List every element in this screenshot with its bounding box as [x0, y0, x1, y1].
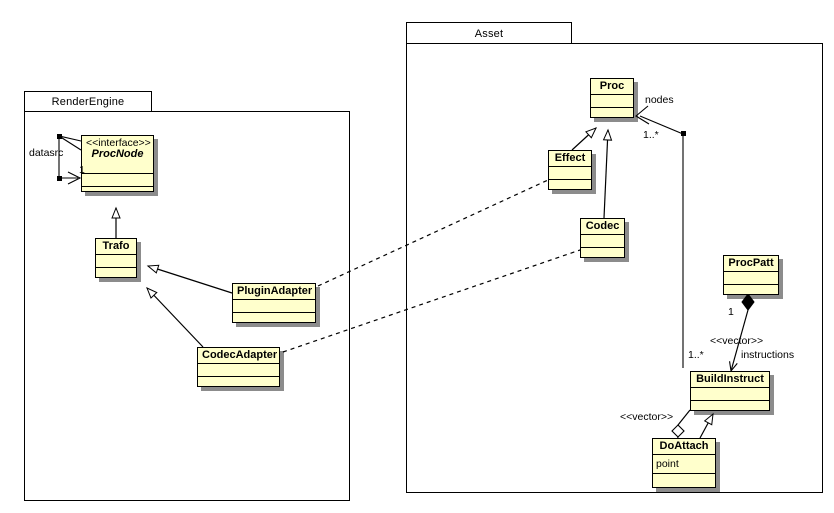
- class-box-procpatt[interactable]: ProcPatt: [723, 255, 779, 295]
- class-attributes-codec: [581, 235, 624, 248]
- class-title-doattach: DoAttach: [653, 439, 715, 455]
- class-attributes-procnode: [82, 174, 153, 187]
- class-box-pluginadapter[interactable]: PluginAdapter: [232, 283, 316, 323]
- class-attributes-buildinstruct: [691, 388, 769, 401]
- package-tab-renderengine[interactable]: RenderEngine: [24, 91, 152, 112]
- class-title-buildinstruct: BuildInstruct: [691, 372, 769, 388]
- class-box-effect[interactable]: Effect: [548, 150, 592, 190]
- class-operations-procnode: [82, 187, 153, 200]
- class-box-codec[interactable]: Codec: [580, 218, 625, 258]
- class-operations-doattach: [653, 474, 715, 487]
- class-title-procpatt: ProcPatt: [724, 256, 778, 272]
- package-label-renderengine: RenderEngine: [51, 96, 125, 108]
- class-attributes-effect: [549, 167, 591, 180]
- class-title-codecadapter: CodecAdapter: [198, 348, 279, 364]
- class-attributes-codecadapter: [198, 364, 279, 377]
- class-attribute-doattach-point: point: [653, 455, 715, 474]
- class-operations-buildinstruct: [691, 401, 769, 414]
- class-attributes-trafo: [96, 255, 136, 268]
- class-operations-trafo: [96, 268, 136, 281]
- class-title-trafo: Trafo: [96, 239, 136, 255]
- package-tab-asset[interactable]: Asset: [406, 22, 572, 44]
- class-operations-proc: [591, 108, 633, 121]
- package-label-asset: Asset: [474, 27, 504, 40]
- class-operations-pluginadapter: [233, 313, 315, 326]
- class-attributes-procpatt: [724, 272, 778, 285]
- class-box-proc[interactable]: Proc: [590, 78, 634, 118]
- class-title-codec: Codec: [581, 219, 624, 235]
- class-stereotype-procnode: <<interface>>: [86, 137, 151, 149]
- class-title-pluginadapter: PluginAdapter: [233, 284, 315, 300]
- class-box-procnode[interactable]: <<interface>> ProcNode: [81, 135, 154, 192]
- class-box-doattach[interactable]: DoAttach point: [652, 438, 716, 488]
- class-operations-codecadapter: [198, 377, 279, 390]
- class-attributes-proc: [591, 95, 633, 108]
- class-box-trafo[interactable]: Trafo: [95, 238, 137, 278]
- class-operations-effect: [549, 180, 591, 193]
- class-name-procnode: <<interface>> ProcNode: [82, 136, 153, 174]
- class-operations-codec: [581, 248, 624, 261]
- class-attributes-pluginadapter: [233, 300, 315, 313]
- class-box-codecadapter[interactable]: CodecAdapter: [197, 347, 280, 387]
- class-box-buildinstruct[interactable]: BuildInstruct: [690, 371, 770, 411]
- class-title-proc: Proc: [591, 79, 633, 95]
- class-operations-procpatt: [724, 285, 778, 298]
- class-title-effect: Effect: [549, 151, 591, 167]
- class-title-procnode: ProcNode: [91, 148, 144, 161]
